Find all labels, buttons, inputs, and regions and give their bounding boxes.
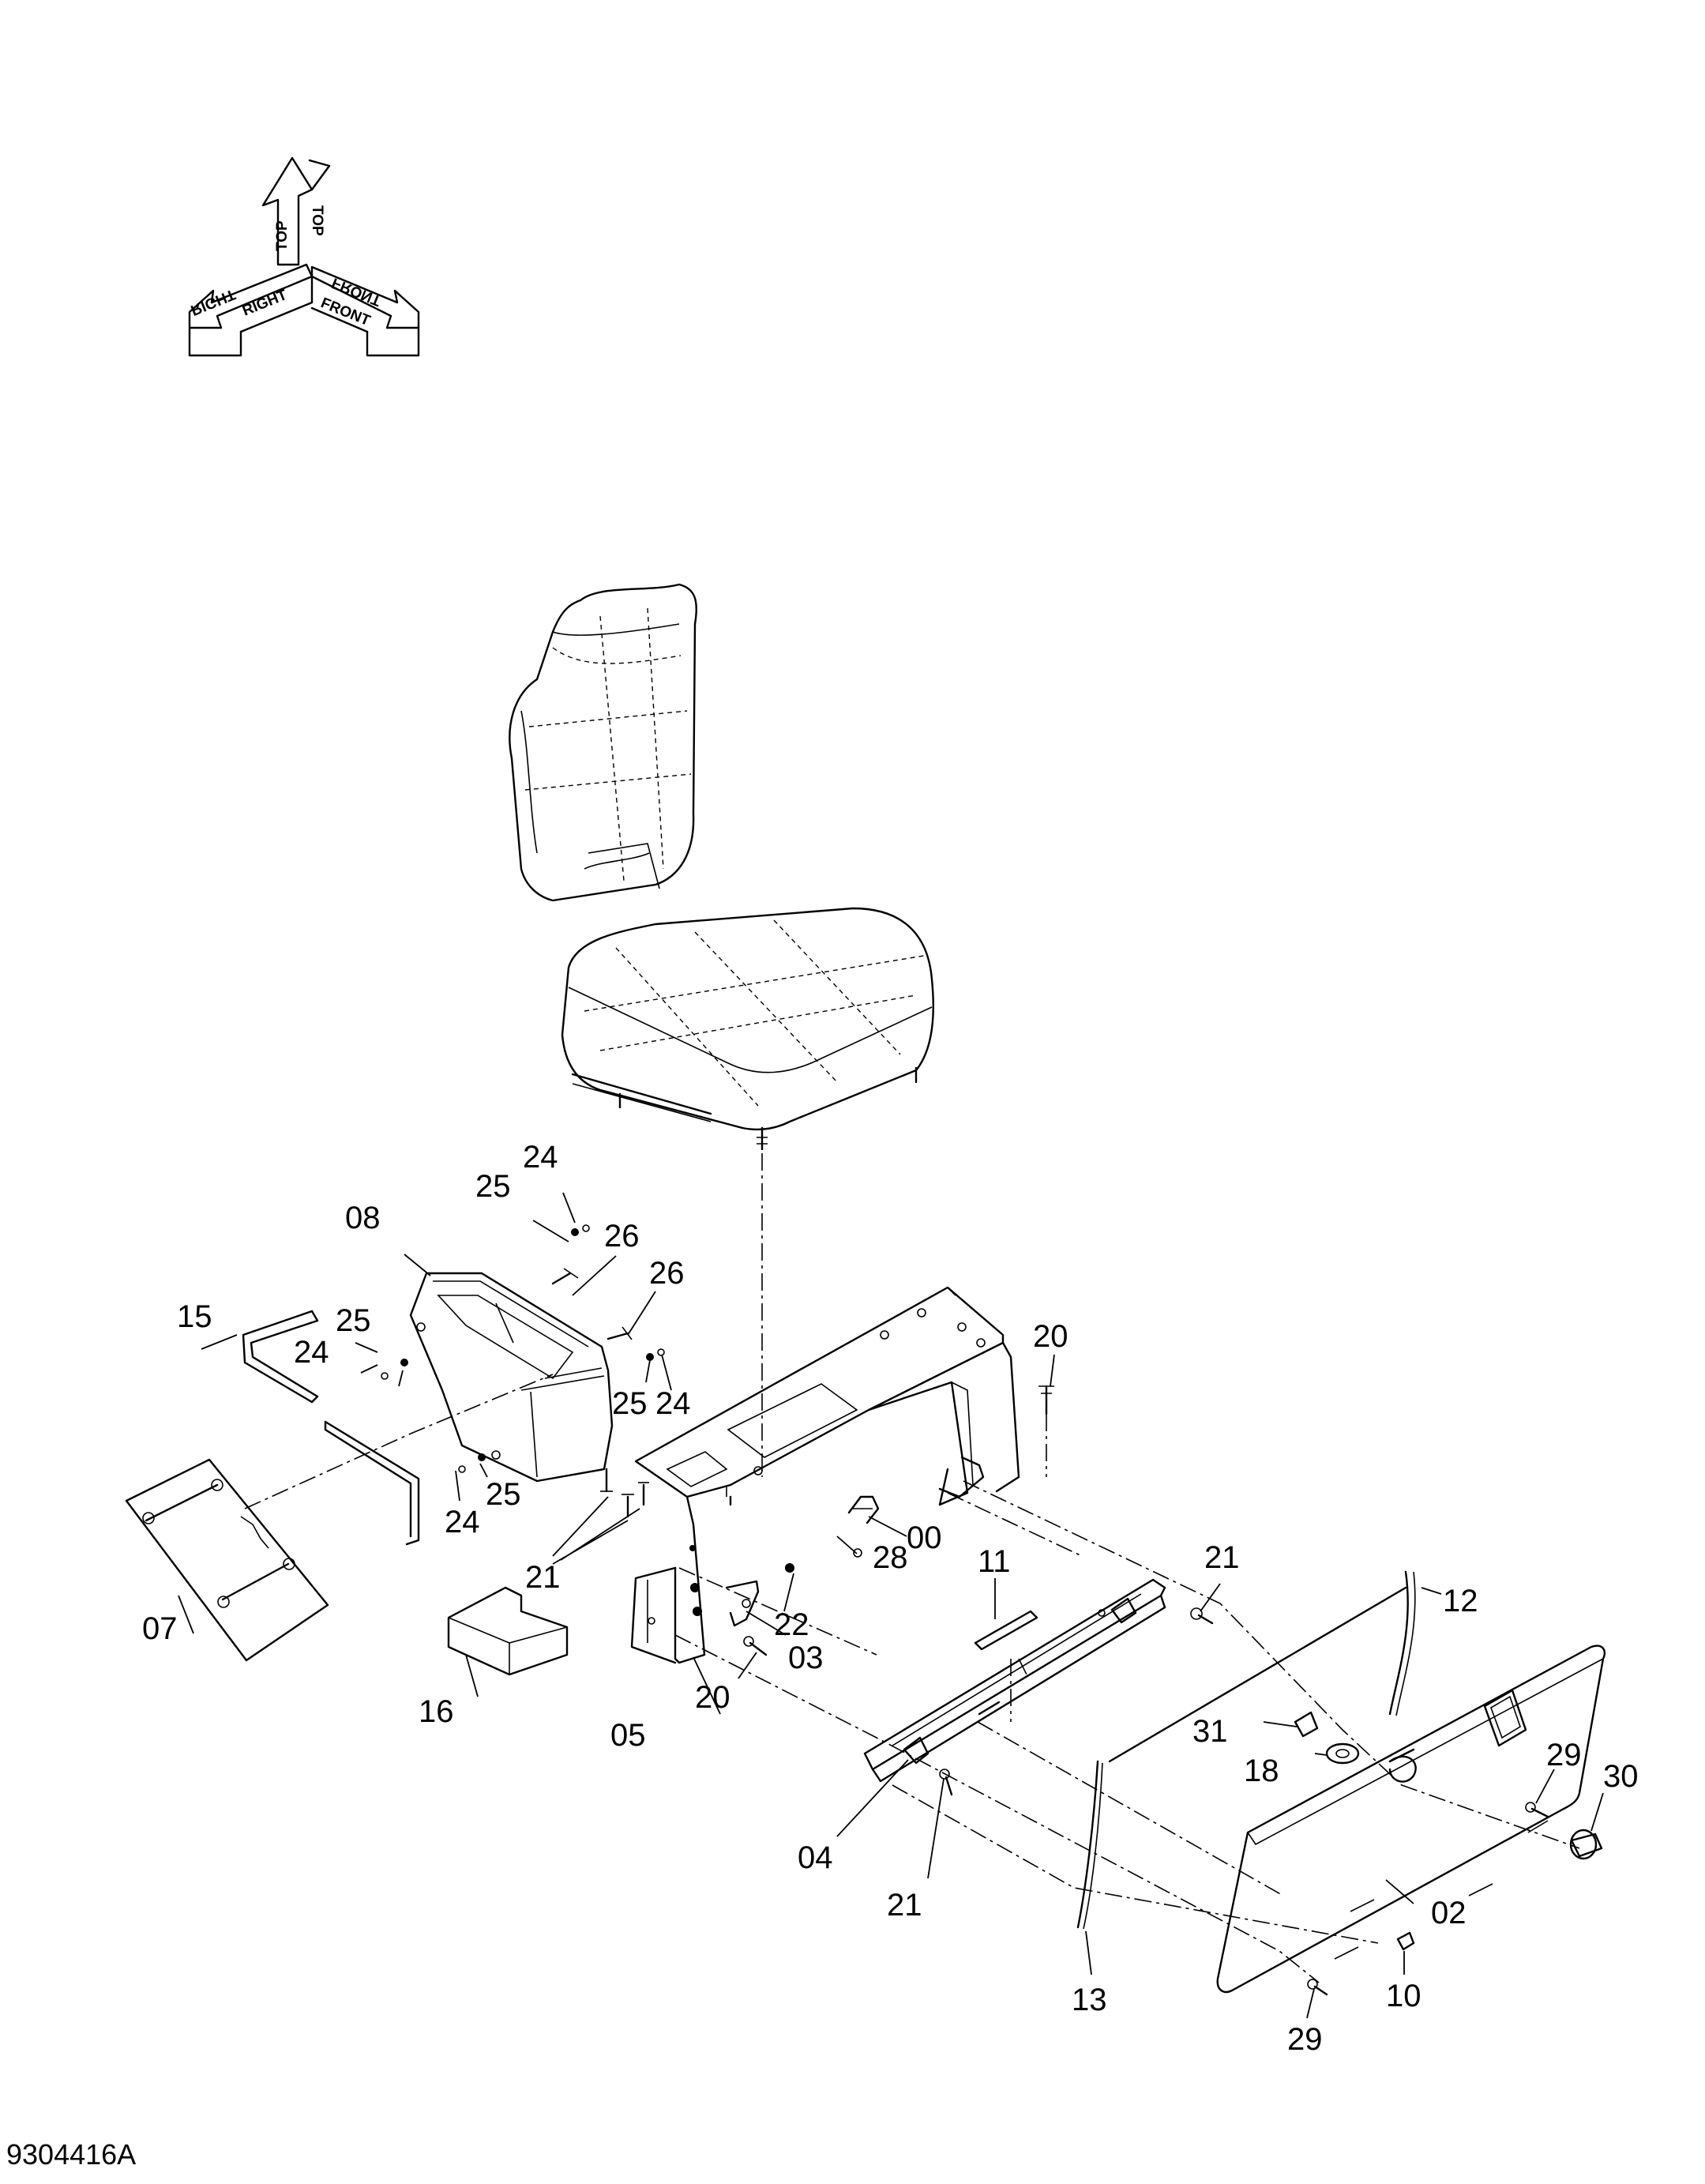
callout-03: 03	[788, 1641, 824, 1675]
callout-08: 08	[345, 1201, 381, 1235]
spacer-block	[447, 1586, 569, 1676]
bolt-rail	[939, 1607, 1214, 1796]
operator-seat	[509, 583, 934, 1151]
bracket-small	[725, 1563, 794, 1627]
callout-25-right: 25	[612, 1386, 648, 1421]
callout-26-lower: 26	[649, 1256, 685, 1291]
mounting-plate	[125, 1458, 329, 1662]
callout-02: 02	[1431, 1896, 1467, 1930]
callout-25-left: 25	[336, 1303, 371, 1338]
callout-24-bottom: 24	[445, 1505, 480, 1539]
callout-21-bottom: 21	[887, 1888, 922, 1923]
callout-24-top: 24	[523, 1140, 558, 1175]
washer-plate	[1294, 1711, 1319, 1738]
top-arrow-icon	[261, 156, 331, 266]
seat-stand	[630, 1286, 1020, 1664]
bracket-rod	[242, 1310, 420, 1546]
callout-24-left: 24	[294, 1335, 329, 1370]
orientation-indicator: TOP TOP RIGHT RIGHT FRONT FRONT	[188, 156, 420, 357]
leader-lines	[178, 1192, 1604, 2019]
plug	[1396, 1931, 1415, 1951]
clamp	[847, 1495, 880, 1558]
bolt-panel-lower	[1307, 1979, 1328, 1996]
trim-strip-lower	[1076, 1760, 1103, 1930]
orientation-top-label: TOP	[274, 220, 291, 251]
bolt-right	[1038, 1385, 1054, 1415]
callout-25-bottom: 25	[486, 1477, 521, 1512]
callout-04: 04	[798, 1840, 833, 1875]
callout-07: 07	[142, 1611, 178, 1646]
bolt-lower	[743, 1636, 768, 1656]
assembly-lines	[244, 1374, 1580, 1983]
slide-rail	[863, 1578, 1166, 1783]
callout-22: 22	[774, 1607, 809, 1642]
bolt-group	[600, 1468, 649, 1518]
callout-21-right: 21	[1204, 1540, 1240, 1575]
callout-31: 31	[1192, 1714, 1228, 1749]
callout-15: 15	[177, 1299, 212, 1334]
console-hardware	[381, 1224, 665, 1473]
callout-16: 16	[419, 1694, 454, 1729]
callout-25-top: 25	[475, 1169, 511, 1204]
knob	[1569, 1829, 1603, 1860]
callout-10: 10	[1386, 1979, 1421, 2013]
callout-29-bottom: 29	[1287, 2022, 1323, 2057]
callout-18: 18	[1244, 1754, 1279, 1788]
bolt-panel-right	[1525, 1802, 1549, 1818]
callout-13: 13	[1072, 1983, 1107, 2017]
console-box	[409, 1272, 614, 1483]
callout-11: 11	[978, 1544, 1011, 1579]
callout-05: 05	[610, 1718, 646, 1753]
callout-24-right: 24	[655, 1386, 691, 1421]
callout-21-left: 21	[525, 1560, 561, 1595]
cover-panel	[1216, 1645, 1606, 1994]
orientation-top-label-mirror: TOP	[309, 205, 325, 236]
washer-ring	[1325, 1742, 1360, 1765]
callout-28: 28	[873, 1540, 908, 1575]
callout-00: 00	[907, 1521, 942, 1555]
callout-20-lower: 20	[695, 1680, 730, 1715]
front-arrow-icon	[310, 265, 420, 357]
callout-26-upper: 26	[604, 1219, 640, 1254]
callout-20-upper: 20	[1033, 1319, 1068, 1354]
drawing-number: 9304416A	[6, 2138, 136, 2171]
trim-strip-upper	[1108, 1570, 1416, 1763]
spacer-bar	[974, 1610, 1038, 1651]
callout-12: 12	[1443, 1584, 1478, 1618]
callout-30: 30	[1603, 1759, 1639, 1794]
callout-labels: 08 15 07 16 25 24 25 24 26 26 25 24 24 2…	[142, 1140, 1639, 2057]
callout-29-right: 29	[1546, 1738, 1582, 1772]
